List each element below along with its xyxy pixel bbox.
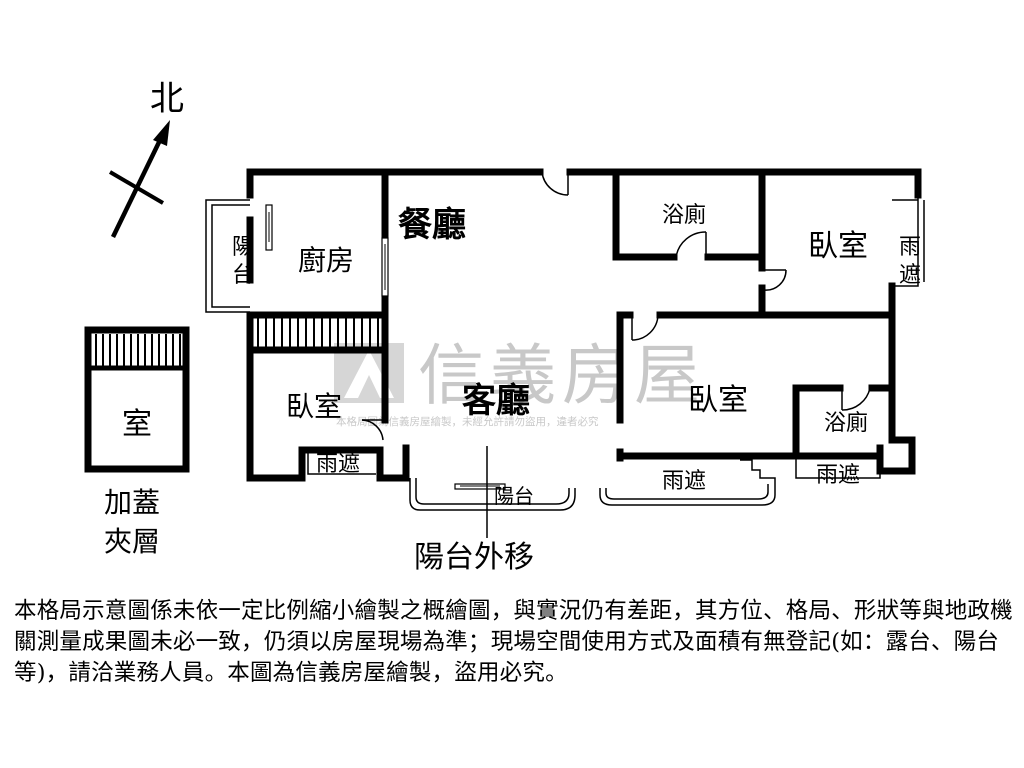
canopy-south-frame (599, 459, 776, 506)
room-label-canopy-se: 雨遮 (816, 463, 860, 488)
room-label-bedroom-east: 臥室 (688, 383, 748, 418)
room-label-bath-north: 浴廁 (662, 203, 706, 228)
watermark: 信義房屋 本格局圖為信義房屋繪製，未經允許請勿盜用，違者必究 (334, 337, 706, 428)
canopy-east-frame (892, 195, 925, 287)
entry-door (541, 171, 569, 196)
west-balcony-frame (205, 199, 273, 313)
room-label-bath-east: 浴廁 (824, 411, 868, 436)
watermark-notice: 本格局圖為信義房屋繪製，未經允許請勿盜用，違者必究 (336, 415, 599, 428)
door-bedroom-ne (762, 269, 787, 291)
door-bath-north (675, 231, 707, 258)
room-label-kitchen: 廚房 (298, 244, 354, 277)
door-bath-east (841, 387, 871, 411)
interior-walls (246, 168, 896, 462)
door-bedroom-west (361, 419, 385, 441)
canopy-se-frame (795, 456, 881, 479)
south-balcony-frame (409, 478, 576, 511)
storage-strip (257, 318, 379, 348)
room-label-bedroom-west: 臥室 (286, 390, 342, 423)
north-arrow-icon (108, 120, 170, 238)
room-label-canopy-south: 雨遮 (662, 469, 706, 494)
watermark-brand: 信義房屋 (418, 337, 706, 414)
disclaimer-text: 本格局示意圖係未依一定比例縮小繪製之概繪圖，與實況仍有差距，其方位、格局、形狀等… (14, 598, 1013, 686)
exterior-walls (246, 168, 922, 482)
room-label-living: 客廳 (462, 381, 530, 421)
balcony-moved-label: 陽台外移 (414, 540, 534, 575)
sliding-door-kitchen (381, 237, 389, 297)
room-label-balcony-west-2: 台 (232, 263, 254, 288)
mezzanine-box (84, 326, 190, 473)
mezzanine-caption-line1: 加蓋 (104, 486, 160, 519)
room-label-balcony-south: 陽台 (494, 484, 534, 508)
door-bedroom-east (631, 314, 659, 341)
room-label-canopy-sw: 雨遮 (316, 452, 360, 477)
mezzanine-room-label: 室 (122, 407, 152, 442)
room-label-dining: 餐廳 (398, 205, 466, 245)
room-label-canopy-east-2: 遮 (899, 263, 921, 288)
room-label-balcony-west-1: 陽 (232, 235, 254, 260)
mezzanine-caption-line2: 夾層 (104, 525, 160, 558)
canopy-sw-frame (307, 452, 376, 475)
compass-label: 北 (150, 79, 184, 119)
room-label-canopy-east-1: 雨 (899, 235, 921, 260)
room-label-bedroom-ne: 臥室 (808, 229, 868, 264)
